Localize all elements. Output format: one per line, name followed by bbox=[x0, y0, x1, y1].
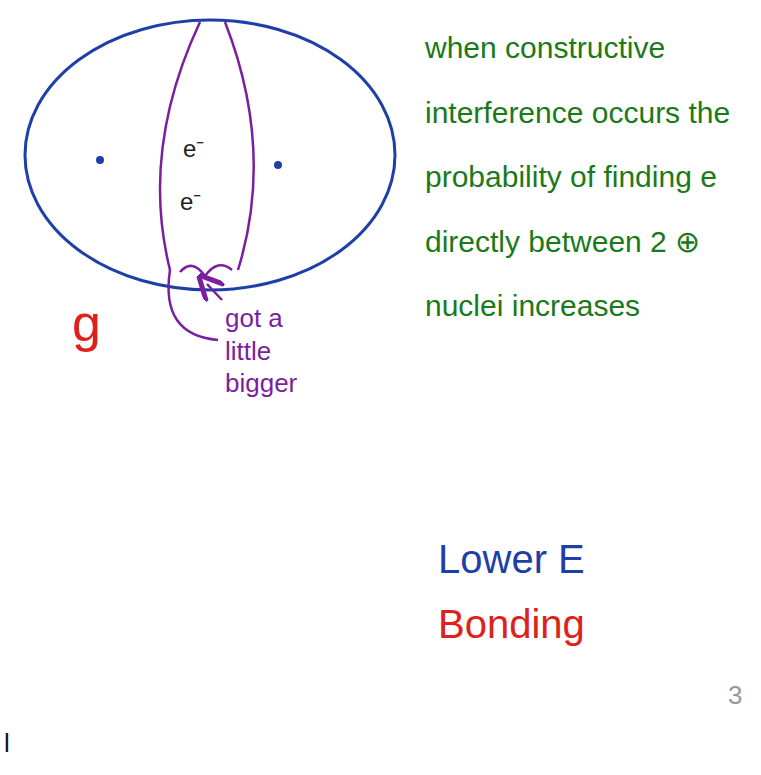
overlap-bump bbox=[180, 265, 232, 276]
energy-label: Lower E bbox=[438, 535, 585, 583]
electron-label: e⁻ bbox=[183, 135, 204, 164]
nucleus-dot bbox=[274, 161, 282, 169]
explanation-note: when constructive interference occurs th… bbox=[425, 16, 755, 339]
cropped-text: l bbox=[4, 728, 10, 759]
leader-line bbox=[169, 270, 218, 340]
pointer-arrow bbox=[207, 284, 222, 300]
nucleus-dot bbox=[96, 156, 104, 164]
symbol-label: g bbox=[72, 292, 101, 354]
orbital-outline bbox=[25, 20, 395, 290]
page-number: 3 bbox=[728, 680, 742, 711]
electron-label: e⁻ bbox=[180, 188, 201, 217]
annotation-note: got a little bigger bbox=[225, 302, 325, 400]
bonding-label: Bonding bbox=[438, 600, 585, 648]
overlap-curve bbox=[225, 22, 254, 270]
